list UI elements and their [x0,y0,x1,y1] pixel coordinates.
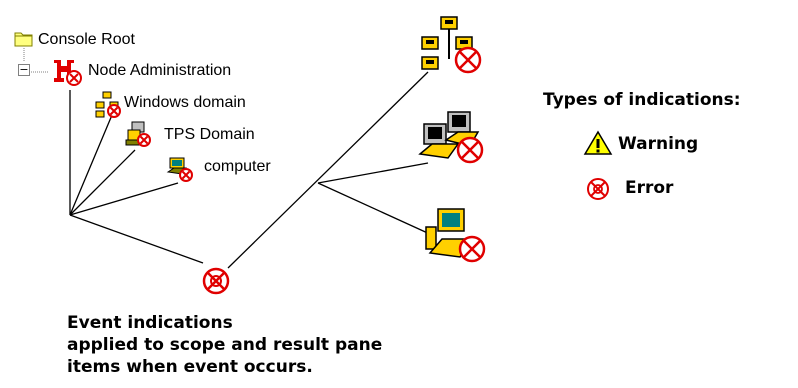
computer-icon [166,157,193,182]
error-icon [587,178,609,200]
right-domain-error-icon [418,111,484,164]
legend-title: Types of indications: [543,90,741,110]
windows-domain-label[interactable]: Windows domain [124,94,246,111]
warning-icon [583,130,613,155]
windows-domain-icon [95,91,121,118]
computer-label[interactable]: computer [204,158,271,175]
caption-line-3: items when event occurs. [67,357,313,377]
caption-line-2: applied to scope and result pane [67,335,383,355]
tps-domain-label[interactable]: TPS Domain [164,126,255,143]
error-label: Error [625,178,674,198]
tree-expander[interactable]: − [18,63,30,76]
console-root-label[interactable]: Console Root [38,31,135,48]
warning-label: Warning [618,134,699,154]
node-administration-label[interactable]: Node Administration [88,62,232,79]
tps-domain-icon [125,121,151,147]
right-network-error-icon [421,16,482,74]
caption-line-1: Event indications [67,313,233,333]
folder-icon [14,32,33,47]
caption: Event indications applied to scope and r… [67,312,382,378]
error-icon [202,267,230,295]
right-computer-error-icon [425,208,486,263]
node-admin-error-icon [54,60,82,86]
